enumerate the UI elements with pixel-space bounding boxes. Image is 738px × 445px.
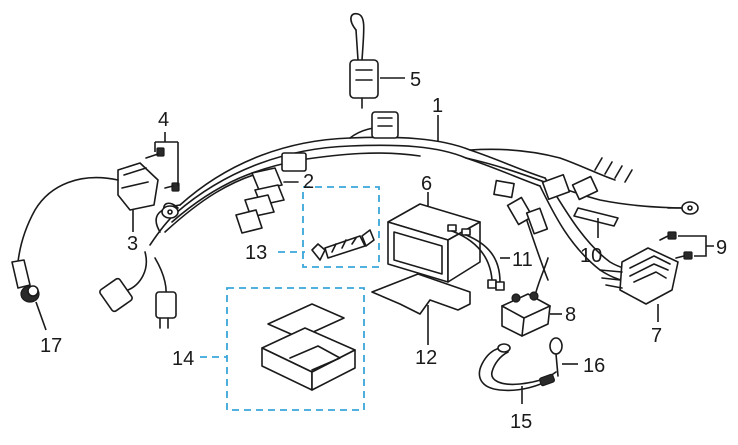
fuse-clip[interactable] <box>311 229 375 261</box>
callout-14: 14 <box>172 348 194 370</box>
callout-13: 13 <box>245 242 267 264</box>
control-unit-box[interactable] <box>387 203 481 283</box>
loop-tie[interactable] <box>549 337 563 377</box>
leader-9 <box>678 235 714 257</box>
group-box-13 <box>302 186 380 268</box>
callout-12: 12 <box>415 347 437 369</box>
connector-block[interactable] <box>235 167 299 234</box>
leader-17 <box>35 301 47 331</box>
group-box-14 <box>226 287 365 411</box>
callout-4: 4 <box>158 109 169 131</box>
callout-5: 5 <box>410 69 421 91</box>
callout-3: 3 <box>127 233 138 255</box>
callout-15: 15 <box>510 411 532 433</box>
pad-sheet[interactable] <box>371 273 471 315</box>
callout-1: 1 <box>432 95 443 117</box>
wire-lead-11[interactable] <box>447 224 505 291</box>
callout-11: 11 <box>512 249 533 271</box>
callout-16: 16 <box>583 355 605 377</box>
foam-pads[interactable] <box>261 303 356 391</box>
callout-9: 9 <box>716 237 727 259</box>
callout-6: 6 <box>421 173 432 195</box>
callout-17: 17 <box>40 335 62 357</box>
callout-7: 7 <box>651 325 662 347</box>
callout-10: 10 <box>580 245 602 267</box>
regulator-unit[interactable] <box>599 247 679 305</box>
starter-relay[interactable] <box>501 257 551 337</box>
connector-with-loop[interactable] <box>349 12 379 109</box>
leader-4 <box>154 132 179 186</box>
callout-2: 2 <box>303 171 314 193</box>
callout-8: 8 <box>565 304 576 326</box>
side-stand-switch[interactable] <box>17 162 179 263</box>
sensor-17[interactable] <box>11 259 40 303</box>
bolts-9[interactable] <box>659 231 693 260</box>
wire-lead-15[interactable] <box>478 343 557 392</box>
